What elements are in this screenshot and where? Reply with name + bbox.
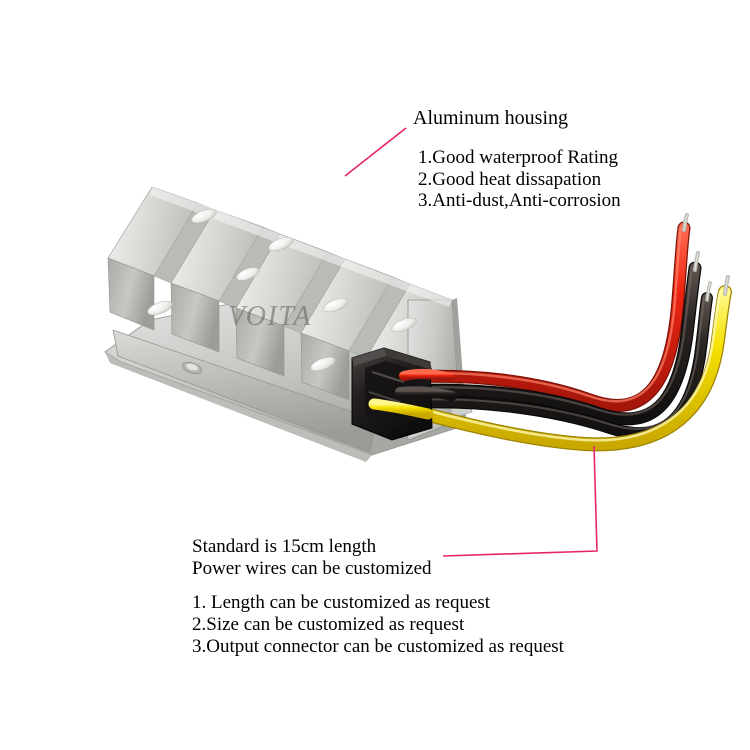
annotation-top-item-3: 3.Anti-dust,Anti-corrosion [418,190,621,211]
annotation-top-list: 1.Good waterproof Rating 2.Good heat dis… [418,147,621,212]
annotation-bottom-heading: Standard is 15cm length Power wires can … [192,536,432,580]
annotation-top-item-1: 1.Good waterproof Rating [418,147,618,168]
leader-line-bottom [442,445,598,557]
housing-front-face [112,329,377,453]
annotation-bottom-heading-line-2: Power wires can be customized [192,558,432,579]
leader-line-top [344,127,407,177]
annotation-bottom-list: 1. Length can be customized as request 2… [192,592,564,658]
annotation-bottom-heading-line-1: Standard is 15cm length [192,536,377,557]
annotation-bottom-item-3: 3.Output connector can be customized as … [192,636,564,657]
annotation-bottom-item-1: 1. Length can be customized as request [192,592,491,613]
top-highlight [150,187,452,307]
mounting-hole [181,361,203,375]
brand-watermark: VOITA [228,301,312,332]
fin-bumps [147,208,417,372]
annotation-top-title: Aluminum housing [413,107,569,129]
annotation-top-item-2: 2.Good heat dissapation [418,168,602,190]
annotation-leaders [344,127,598,557]
connector-wire-stubs [368,368,457,420]
output-wires [363,213,732,452]
annotation-bottom-item-2: 2.Size can be customized as request [192,614,465,635]
